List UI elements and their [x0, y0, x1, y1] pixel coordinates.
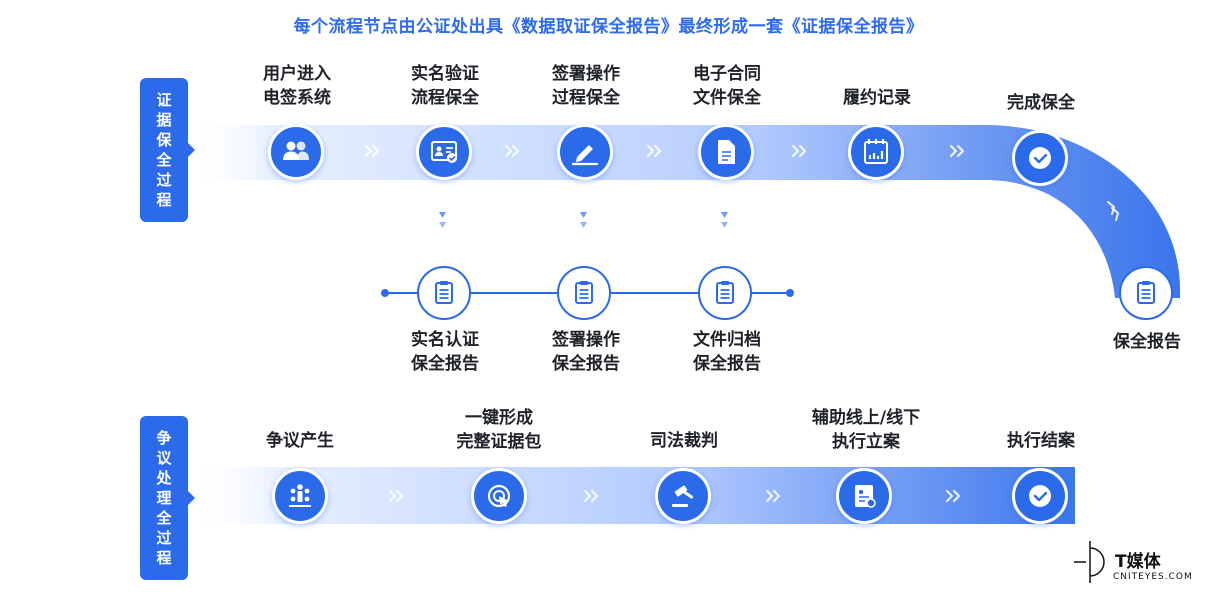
step-label: 用户进入 电签系统 — [263, 64, 331, 108]
id-card-check-icon — [431, 141, 457, 163]
dispute-step-node — [1012, 468, 1068, 524]
section-tab-evidence: 证据保全过程 — [140, 78, 195, 222]
brand-logo: T媒体 CNITEYES.COM — [1068, 537, 1210, 587]
gavel-icon — [672, 485, 694, 507]
clipboard-icon — [716, 281, 734, 304]
step-label: 电子合同 文件保全 — [693, 64, 761, 108]
section-tab-dispute-label: 争议处理全过程 — [156, 429, 172, 567]
section-tab-evidence-label: 证据保全过程 — [156, 91, 172, 209]
check-circle-icon — [1029, 147, 1051, 169]
final-report-label: 保全报告 — [1113, 332, 1181, 352]
step-label: 完成保全 — [1007, 93, 1075, 113]
sub-report-node — [557, 266, 611, 320]
step-label: 实名验证 流程保全 — [411, 64, 479, 108]
dispute-step-node — [272, 468, 328, 524]
sub-report-node — [698, 266, 752, 320]
dispute-step-label: 执行结案 — [1007, 431, 1075, 451]
sub-report-label: 实名认证 保全报告 — [411, 330, 479, 374]
calendar-chart-icon — [864, 139, 888, 164]
final-report-node — [1119, 266, 1173, 320]
sub-report-node — [417, 266, 471, 320]
dispute-step-label: 一键形成 完整证据包 — [456, 408, 542, 452]
section-tab-dispute: 争议处理全过程 — [140, 416, 195, 580]
case-file-icon — [855, 485, 876, 508]
dispute-step-label: 司法裁判 — [650, 431, 718, 451]
step-node — [698, 124, 754, 180]
down-arrow — [439, 212, 446, 218]
target-cursor-icon — [487, 484, 511, 508]
dispute-step-node — [836, 468, 892, 524]
dispute-step-label: 争议产生 — [266, 431, 334, 451]
brand-sub: CNITEYES.COM — [1113, 572, 1193, 582]
sub-report-label: 文件归档 保全报告 — [693, 330, 761, 374]
page-title: 每个流程节点由公证处出具《数据取证保全报告》最终形成一套《证据保全报告》 — [293, 17, 924, 37]
dispute-step-label: 辅助线上/线下 执行立案 — [811, 408, 921, 452]
check-circle-icon — [1029, 485, 1051, 507]
dispute-step-node — [471, 468, 527, 524]
dispute-step-node — [655, 468, 711, 524]
meeting-icon — [289, 484, 311, 507]
document-icon — [718, 140, 735, 164]
sub-report-label: 签署操作 保全报告 — [552, 330, 620, 374]
step-node — [1012, 130, 1068, 186]
clipboard-icon — [575, 281, 593, 304]
lower-flow-band — [190, 467, 1075, 524]
clipboard-icon — [1137, 281, 1155, 304]
clipboard-icon — [435, 281, 453, 304]
step-label: 签署操作 过程保全 — [552, 64, 620, 108]
brand-mark-icon — [1074, 541, 1105, 583]
brand-name: T媒体 — [1115, 552, 1161, 572]
step-node — [557, 124, 613, 180]
step-node — [416, 124, 472, 180]
pen-sign-icon — [571, 145, 599, 166]
users-icon — [283, 141, 309, 160]
step-label: 履约记录 — [843, 88, 911, 108]
step-node — [848, 124, 904, 180]
step-node — [268, 124, 324, 180]
